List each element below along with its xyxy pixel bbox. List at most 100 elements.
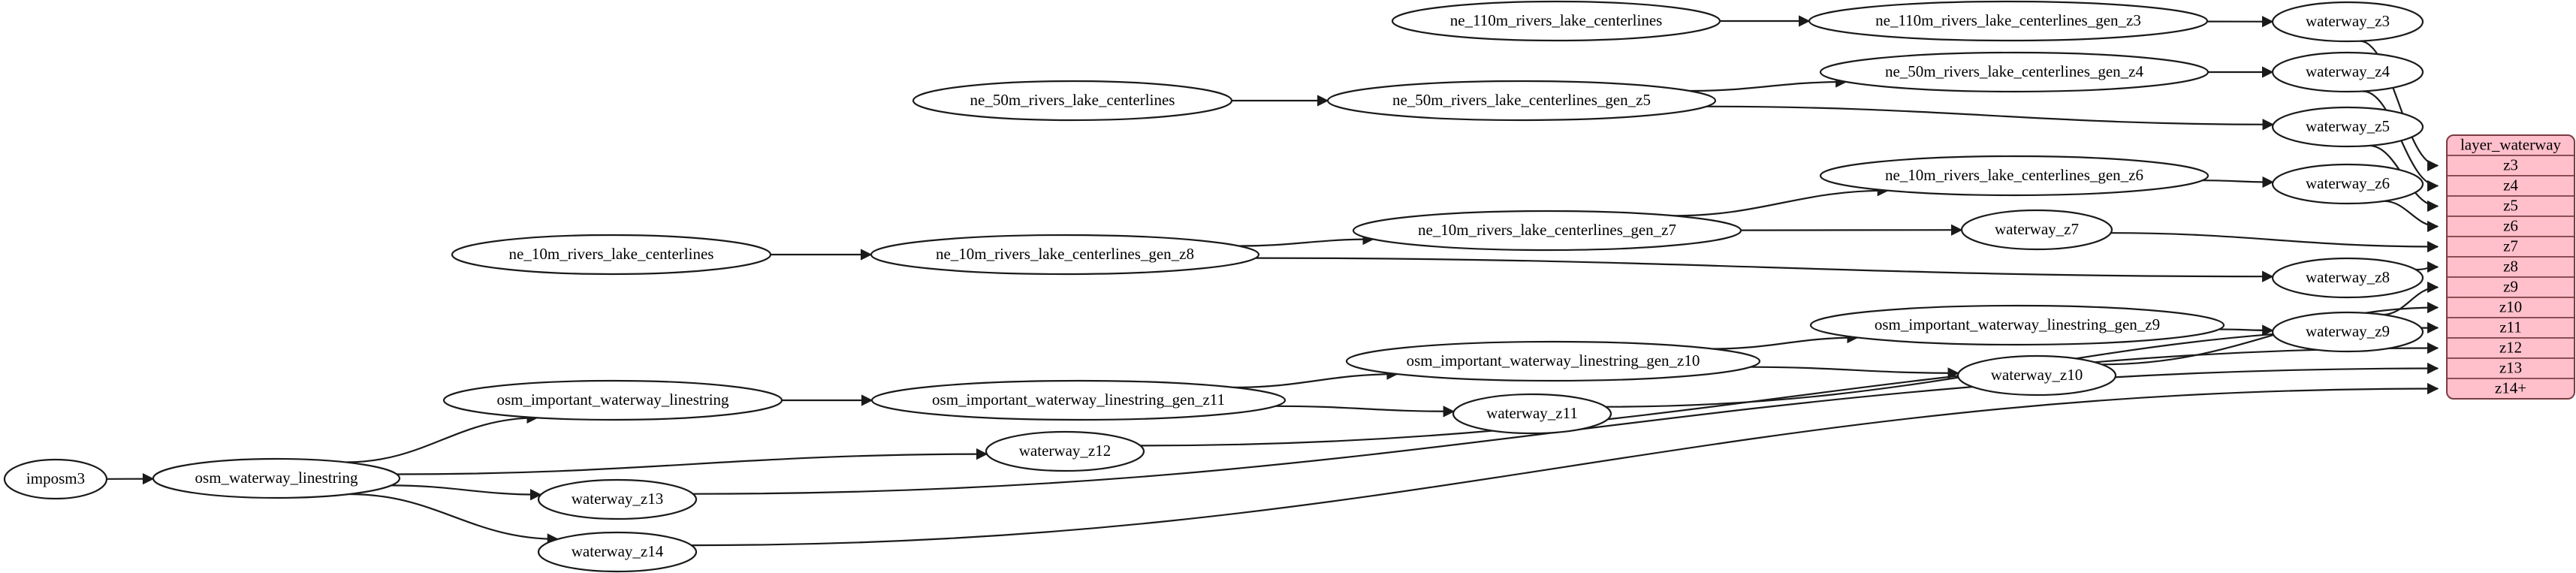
node-waterway_z3[interactable]: waterway_z3 bbox=[2271, 1, 2424, 43]
node-shape-osm_important_waterway_linestring bbox=[442, 379, 783, 421]
node-waterway_z7[interactable]: waterway_z7 bbox=[1960, 209, 2113, 251]
edge-ne_10m_rivers_lake_centerlines_gen_z8-to-ne_10m_rivers_lake_centerlines_gen_z7 bbox=[1238, 233, 1374, 247]
node-osm_important_waterway_linestring_gen_z10[interactable]: osm_important_waterway_linestring_gen_z1… bbox=[1345, 340, 1761, 382]
node-ne_10m_rivers_lake_centerlines[interactable]: ne_10m_rivers_lake_centerlines bbox=[451, 234, 772, 276]
edge-osm_important_waterway_linestring_gen_z9-to-waterway_z9 bbox=[2219, 324, 2274, 336]
node-shape-ne_10m_rivers_lake_centerlines_gen_z6 bbox=[1819, 155, 2210, 197]
node-ne_10m_rivers_lake_centerlines_gen_z7[interactable]: ne_10m_rivers_lake_centerlines_gen_z7 bbox=[1352, 210, 1742, 252]
node-shape-imposm3 bbox=[3, 458, 108, 500]
node-ne_110m_rivers_lake_centerlines_gen_z3[interactable]: ne_110m_rivers_lake_centerlines_gen_z3 bbox=[1808, 0, 2209, 42]
node-shape-waterway_z8 bbox=[2271, 257, 2424, 299]
node-shape-waterway_z13 bbox=[537, 478, 698, 520]
node-label-waterway_z10: waterway_z10 bbox=[1991, 366, 2083, 384]
node-ne_50m_rivers_lake_centerlines_gen_z4[interactable]: ne_50m_rivers_lake_centerlines_gen_z4 bbox=[1819, 51, 2210, 93]
node-shape-ne_50m_rivers_lake_centerlines_gen_z4 bbox=[1819, 51, 2210, 93]
node-waterway_z6[interactable]: waterway_z6 bbox=[2271, 163, 2424, 205]
node-label-osm_important_waterway_linestring: osm_important_waterway_linestring bbox=[496, 391, 729, 409]
edge-ne_10m_rivers_lake_centerlines_gen_z7-to-ne_10m_rivers_lake_centerlines_gen_z6 bbox=[1673, 185, 1890, 217]
node-label-ne_50m_rivers_lake_centerlines: ne_50m_rivers_lake_centerlines bbox=[970, 91, 1175, 109]
node-ne_110m_rivers_lake_centerlines[interactable]: ne_110m_rivers_lake_centerlines bbox=[1391, 0, 1721, 42]
node-waterway_z11[interactable]: waterway_z11 bbox=[1452, 393, 1612, 435]
edge-waterway_z14-to-layer_waterway-z14+ bbox=[691, 382, 2439, 547]
edge-osm_waterway_linestring-to-waterway_z14 bbox=[349, 493, 560, 545]
table-row-z5[interactable] bbox=[2447, 195, 2574, 217]
node-shape-ne_10m_rivers_lake_centerlines_gen_z7 bbox=[1352, 210, 1742, 252]
node-label-waterway_z5: waterway_z5 bbox=[2306, 117, 2390, 135]
node-imposm3[interactable]: imposm3 bbox=[3, 458, 108, 500]
node-waterway_z4[interactable]: waterway_z4 bbox=[2271, 51, 2424, 93]
node-waterway_z9[interactable]: waterway_z9 bbox=[2271, 311, 2424, 353]
edge-ne_10m_rivers_lake_centerlines_gen_z8-to-waterway_z8 bbox=[1255, 257, 2274, 282]
node-shape-ne_50m_rivers_lake_centerlines_gen_z5 bbox=[1326, 80, 1717, 122]
edge-waterway_z7-to-layer_waterway-z7 bbox=[2110, 232, 2439, 253]
node-shape-osm_waterway_linestring bbox=[152, 457, 401, 499]
node-shape-ne_10m_rivers_lake_centerlines_gen_z8 bbox=[870, 234, 1260, 276]
node-shape-ne_10m_rivers_lake_centerlines bbox=[451, 234, 772, 276]
node-waterway_z13[interactable]: waterway_z13 bbox=[537, 478, 698, 520]
node-shape-waterway_z9 bbox=[2271, 311, 2424, 353]
node-label-waterway_z9: waterway_z9 bbox=[2306, 322, 2390, 340]
table-row-label-z6: z6 bbox=[2503, 216, 2518, 234]
table-row-z6[interactable] bbox=[2447, 216, 2574, 237]
node-waterway_z12[interactable]: waterway_z12 bbox=[985, 430, 1145, 472]
table-row-z3[interactable] bbox=[2447, 155, 2574, 176]
node-label-osm_important_waterway_linestring_gen_z11: osm_important_waterway_linestring_gen_z1… bbox=[932, 391, 1225, 409]
table-header-label: layer_waterway bbox=[2460, 135, 2562, 153]
node-osm_important_waterway_linestring_gen_z11[interactable]: osm_important_waterway_linestring_gen_z1… bbox=[870, 379, 1286, 421]
edge-osm_important_waterway_linestring_gen_z11-to-waterway_z11 bbox=[1275, 405, 1455, 418]
node-shape-waterway_z6 bbox=[2271, 163, 2424, 205]
table-row-z11[interactable] bbox=[2447, 317, 2574, 339]
table-row-z8[interactable] bbox=[2447, 256, 2574, 278]
table-row-label-z12: z12 bbox=[2499, 338, 2522, 356]
node-waterway_z8[interactable]: waterway_z8 bbox=[2271, 257, 2424, 299]
node-ne_50m_rivers_lake_centerlines_gen_z5[interactable]: ne_50m_rivers_lake_centerlines_gen_z5 bbox=[1326, 80, 1717, 122]
table-row-label-z3: z3 bbox=[2503, 155, 2518, 173]
node-shape-waterway_z11 bbox=[1452, 393, 1612, 435]
node-shape-waterway_z12 bbox=[985, 430, 1145, 472]
edge-osm_waterway_linestring-to-waterway_z12 bbox=[397, 448, 988, 475]
node-waterway_z10[interactable]: waterway_z10 bbox=[1956, 354, 2117, 397]
edge-waterway_z3-to-layer_waterway-z3 bbox=[2359, 40, 2439, 172]
table-row-label-z9: z9 bbox=[2503, 277, 2518, 295]
node-shape-waterway_z3 bbox=[2271, 1, 2424, 43]
node-shape-waterway_z7 bbox=[1960, 209, 2113, 251]
edge-osm_waterway_linestring-to-osm_important_waterway_linestring bbox=[345, 412, 538, 463]
node-shape-ne_50m_rivers_lake_centerlines bbox=[912, 80, 1233, 122]
node-osm_important_waterway_linestring_gen_z9[interactable]: osm_important_waterway_linestring_gen_z9 bbox=[1809, 304, 2225, 346]
node-label-waterway_z8: waterway_z8 bbox=[2306, 268, 2390, 286]
node-waterway_z14[interactable]: waterway_z14 bbox=[537, 531, 698, 573]
edge-waterway_z12-to-layer_waterway-z12 bbox=[1140, 342, 2439, 447]
edge-osm_important_waterway_linestring_gen_z11-to-osm_important_waterway_linestring_gen_z10 bbox=[1234, 368, 1398, 388]
table-row-z9[interactable] bbox=[2447, 276, 2574, 298]
node-shape-waterway_z10 bbox=[1956, 354, 2117, 397]
node-osm_important_waterway_linestring[interactable]: osm_important_waterway_linestring bbox=[442, 379, 783, 421]
node-osm_waterway_linestring[interactable]: osm_waterway_linestring bbox=[152, 457, 401, 499]
node-label-imposm3: imposm3 bbox=[26, 469, 85, 487]
node-shape-waterway_z4 bbox=[2271, 51, 2424, 93]
node-label-osm_important_waterway_linestring_gen_z10: osm_important_waterway_linestring_gen_z1… bbox=[1407, 351, 1700, 369]
table-row-label-z11: z11 bbox=[2499, 318, 2522, 336]
edge-waterway_z8-to-layer_waterway-z8 bbox=[2415, 261, 2439, 273]
table-row-label-z8: z8 bbox=[2503, 257, 2518, 275]
table-row-z7[interactable] bbox=[2447, 236, 2574, 258]
edge-ne_10m_rivers_lake_centerlines_gen_z6-to-waterway_z6 bbox=[2202, 176, 2274, 188]
node-shape-ne_110m_rivers_lake_centerlines bbox=[1391, 0, 1721, 42]
node-ne_10m_rivers_lake_centerlines_gen_z8[interactable]: ne_10m_rivers_lake_centerlines_gen_z8 bbox=[870, 234, 1260, 276]
node-label-osm_important_waterway_linestring_gen_z9: osm_important_waterway_linestring_gen_z9 bbox=[1875, 315, 2160, 333]
edge-osm_waterway_linestring-to-waterway_z13 bbox=[391, 484, 542, 501]
node-waterway_z5[interactable]: waterway_z5 bbox=[2271, 106, 2424, 148]
node-ne_10m_rivers_lake_centerlines_gen_z6[interactable]: ne_10m_rivers_lake_centerlines_gen_z6 bbox=[1819, 155, 2210, 197]
node-label-ne_50m_rivers_lake_centerlines_gen_z4: ne_50m_rivers_lake_centerlines_gen_z4 bbox=[1885, 62, 2144, 80]
table-row-z4[interactable] bbox=[2447, 175, 2574, 197]
table-row-z14+[interactable] bbox=[2447, 378, 2574, 399]
edge-ne_50m_rivers_lake_centerlines_gen_z5-to-waterway_z5 bbox=[1706, 105, 2274, 131]
node-shape-osm_important_waterway_linestring_gen_z11 bbox=[870, 379, 1286, 421]
node-label-ne_50m_rivers_lake_centerlines_gen_z5: ne_50m_rivers_lake_centerlines_gen_z5 bbox=[1392, 91, 1651, 109]
node-label-waterway_z3: waterway_z3 bbox=[2306, 12, 2390, 30]
node-shape-ne_110m_rivers_lake_centerlines_gen_z3 bbox=[1808, 0, 2209, 42]
node-ne_50m_rivers_lake_centerlines[interactable]: ne_50m_rivers_lake_centerlines bbox=[912, 80, 1233, 122]
node-label-waterway_z11: waterway_z11 bbox=[1486, 404, 1578, 422]
